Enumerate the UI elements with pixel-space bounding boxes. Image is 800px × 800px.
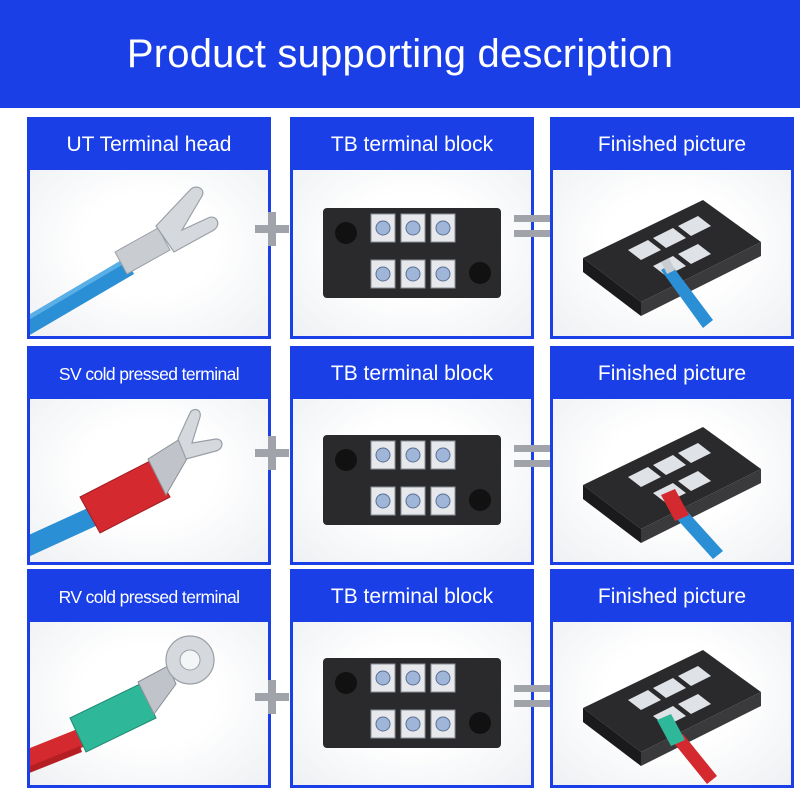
- wire: [30, 258, 134, 335]
- block-card: TB terminal block: [290, 117, 534, 339]
- equals-icon: [513, 440, 551, 472]
- tb-terminal-block-image: [293, 399, 531, 562]
- terminal-card-label: SV cold pressed terminal: [30, 349, 268, 399]
- crimp-barrel: [114, 227, 171, 275]
- tb-terminal-block-illustration: [323, 435, 501, 525]
- fork-tongue: [155, 186, 219, 253]
- terminal-card-rv: RV cold pressed terminal: [27, 569, 271, 788]
- result-card: Finished picture: [550, 346, 794, 565]
- terminal-card-label: RV cold pressed terminal: [30, 572, 268, 622]
- rv-terminal-image: [30, 622, 268, 785]
- finished-assembly-illustration: [583, 650, 761, 784]
- block-card: TB terminal block: [290, 346, 534, 565]
- header-banner: Product supporting description: [0, 0, 800, 108]
- result-card-label: Finished picture: [553, 572, 791, 622]
- tb-terminal-block-image: [293, 170, 531, 336]
- block-card-label: TB terminal block: [293, 572, 531, 622]
- finished-assembly-illustration: [583, 200, 761, 328]
- terminal-card-sv: SV cold pressed terminal: [27, 346, 271, 565]
- ut-terminal-illustration: [30, 186, 219, 335]
- equals-icon: [513, 680, 551, 712]
- ut-terminal-image: [30, 170, 268, 336]
- result-card-label: Finished picture: [553, 349, 791, 399]
- plus-icon: [253, 210, 291, 248]
- sv-terminal-illustration: [30, 408, 223, 557]
- result-card: Finished picture: [550, 117, 794, 339]
- block-card-label: TB terminal block: [293, 349, 531, 399]
- tb-terminal-block-image: [293, 622, 531, 785]
- result-card: Finished picture: [550, 569, 794, 788]
- result-card-label: Finished picture: [553, 120, 791, 170]
- finished-assembly-image: [553, 622, 791, 785]
- plus-icon: [253, 434, 291, 472]
- finished-assembly-image: [553, 170, 791, 336]
- plus-icon: [253, 678, 291, 716]
- finished-assembly-illustration: [583, 427, 761, 559]
- finished-assembly-image: [553, 399, 791, 562]
- block-card-label: TB terminal block: [293, 120, 531, 170]
- equals-icon: [513, 210, 551, 242]
- tb-terminal-block-illustration: [323, 658, 501, 748]
- rv-terminal-illustration: [30, 635, 215, 773]
- block-card: TB terminal block: [290, 569, 534, 788]
- terminal-card-label: UT Terminal head: [30, 120, 268, 170]
- sv-terminal-image: [30, 399, 268, 562]
- terminal-card-ut: UT Terminal head: [27, 117, 271, 339]
- tb-terminal-block-illustration: [323, 208, 501, 298]
- page-title: Product supporting description: [126, 31, 674, 76]
